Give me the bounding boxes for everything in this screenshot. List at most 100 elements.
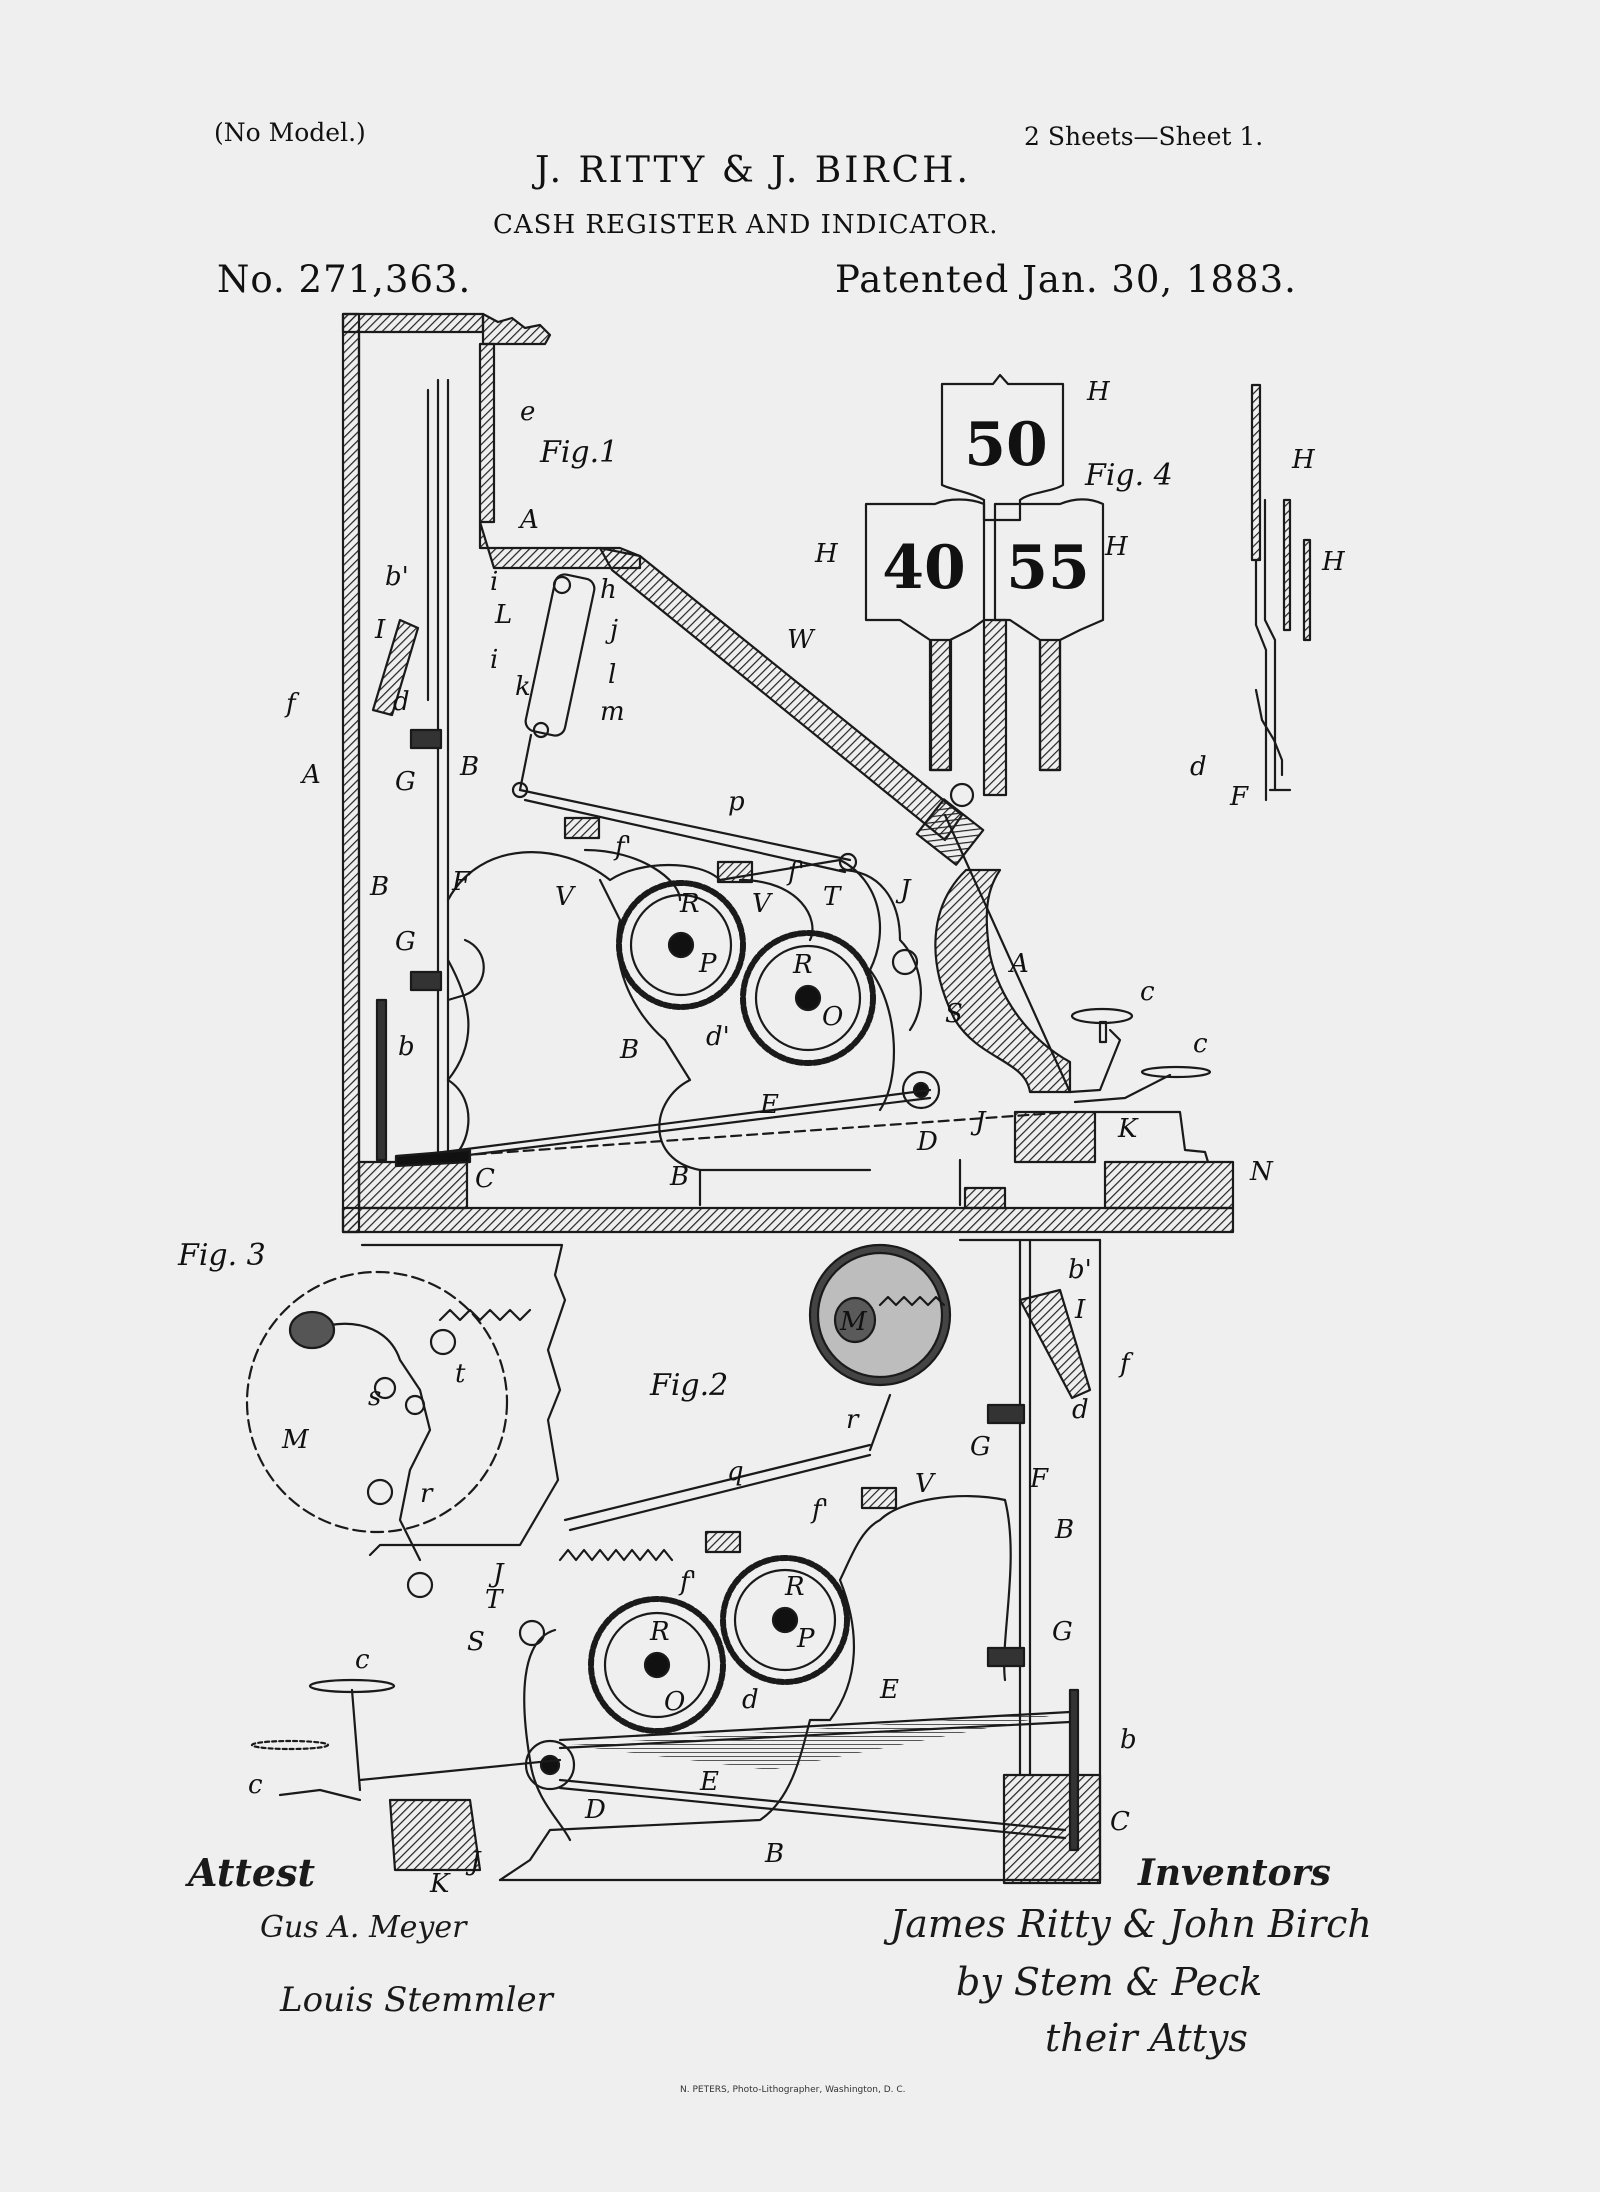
reference-letter: m: [600, 697, 625, 727]
reference-letter: A: [300, 760, 321, 790]
reference-letter: V: [915, 1469, 936, 1499]
reference-letter: R: [649, 1617, 670, 1647]
reference-letter: c: [248, 1770, 263, 1800]
reference-letter: J: [895, 875, 912, 905]
model-note: (No Model.): [214, 118, 366, 147]
reference-letter: p: [728, 787, 745, 817]
reference-letter: G: [395, 767, 416, 797]
reference-letter: f': [678, 1567, 697, 1597]
fig1-drawing: [341, 312, 1235, 1234]
reference-letter: c: [355, 1645, 370, 1675]
tablet-top-number: 50: [964, 410, 1048, 480]
fig1-ratchet-wheel-p: [616, 880, 746, 1010]
reference-letter: b': [1068, 1255, 1092, 1285]
reference-letter: S: [945, 999, 963, 1029]
reference-letter: H: [1321, 547, 1346, 577]
reference-letter: e: [520, 397, 535, 427]
reference-letter: f: [284, 689, 300, 719]
reference-letter: W: [787, 625, 816, 655]
reference-letter: f': [810, 1495, 829, 1525]
reference-letter: I: [374, 615, 386, 645]
reference-letter: I: [1074, 1295, 1086, 1325]
patent-date: Patented Jan. 30, 1883.: [835, 258, 1297, 301]
reference-letter: D: [916, 1127, 938, 1157]
inventors-label: Inventors: [1138, 1852, 1331, 1894]
reference-letter: q: [727, 1457, 744, 1487]
fig4-drawing: [1250, 383, 1312, 802]
reference-letter: r: [420, 1479, 434, 1509]
reference-letter: F: [1229, 782, 1249, 812]
fig2-label: Fig.2: [649, 1368, 728, 1403]
attorney-signature: by Stem & Peck: [956, 1960, 1263, 2004]
reference-letter: B: [619, 1035, 639, 1065]
reference-letter: b: [1120, 1725, 1137, 1755]
tablet-right-number: 55: [1006, 533, 1090, 603]
reference-letter: l: [608, 660, 616, 690]
reference-letter: d': [706, 1022, 730, 1052]
reference-letter: L: [494, 600, 512, 630]
reference-letter: c: [1140, 977, 1155, 1007]
reference-letter: t: [455, 1359, 466, 1389]
reference-letter: R: [792, 950, 813, 980]
attorneys-label: their Attys: [1045, 2016, 1248, 2060]
reference-letter: N: [1249, 1157, 1274, 1187]
reference-letter: H: [814, 539, 839, 569]
indicator-tablets: [864, 373, 1105, 808]
attest-label: Attest: [188, 1850, 316, 1895]
reference-letter: P: [796, 1624, 815, 1654]
reference-letter: B: [669, 1162, 689, 1192]
patent-number: No. 271,363.: [217, 258, 472, 301]
reference-letter: O: [664, 1687, 685, 1717]
reference-letter: h: [600, 575, 617, 605]
fig2-bell: [808, 1243, 952, 1387]
reference-letter: C: [475, 1164, 495, 1194]
reference-letter: J: [970, 1107, 987, 1137]
fig2-drawing: [250, 1238, 1102, 1885]
reference-letter: d: [742, 1685, 759, 1715]
reference-letter: D: [584, 1795, 606, 1825]
reference-letter: s: [368, 1382, 381, 1412]
reference-letter: B: [369, 872, 389, 902]
reference-letter: O: [822, 1002, 843, 1032]
inventors-title: J. RITTY & J. BIRCH.: [535, 150, 971, 191]
reference-letter: f': [613, 832, 632, 862]
fig2-ratchet-wheel-o: [588, 1596, 726, 1734]
reference-letter: J: [465, 1847, 482, 1877]
reference-letter: C: [1110, 1807, 1130, 1837]
fig1-label: Fig.1: [539, 435, 618, 470]
reference-letter: B: [459, 752, 479, 782]
reference-letter: E: [699, 1767, 719, 1797]
reference-letter: F: [1029, 1464, 1049, 1494]
reference-letter: G: [395, 927, 416, 957]
reference-letter: k: [515, 672, 531, 702]
reference-letter: f': [786, 857, 805, 887]
reference-letter: J: [488, 1559, 505, 1589]
fig3-drawing: [245, 1243, 567, 1599]
reference-letter: H: [1291, 445, 1316, 475]
fig2-ratchet-wheel-p: [720, 1555, 850, 1685]
reference-letter: B: [764, 1839, 784, 1869]
reference-letter: E: [759, 1090, 779, 1120]
fig4-label: Fig. 4: [1084, 458, 1173, 493]
inventor-signatures: James Ritty & John Birch: [890, 1902, 1372, 1946]
fig1-ratchet-wheel-o: [740, 930, 876, 1066]
reference-letter: E: [879, 1675, 899, 1705]
invention-title: CASH REGISTER AND INDICATOR.: [493, 210, 999, 240]
reference-letter: b': [385, 562, 409, 592]
reference-letter: f: [1118, 1349, 1134, 1379]
reference-letter: i: [490, 567, 498, 597]
reference-letter: B: [1054, 1515, 1074, 1545]
reference-letter: S: [467, 1627, 485, 1657]
printer-imprint: N. PETERS, Photo-Lithographer, Washingto…: [680, 2085, 906, 2095]
sheet-count: 2 Sheets—Sheet 1.: [1024, 122, 1264, 151]
reference-letter: H: [1086, 377, 1111, 407]
reference-letter: T: [485, 1585, 504, 1615]
reference-letter: R: [784, 1572, 805, 1602]
reference-letter: j: [605, 615, 618, 645]
witness-signature-1: Gus A. Meyer: [260, 1910, 467, 1945]
reference-letter: d: [393, 687, 410, 717]
fig3-label: Fig. 3: [177, 1238, 266, 1273]
reference-letter: V: [555, 882, 576, 912]
